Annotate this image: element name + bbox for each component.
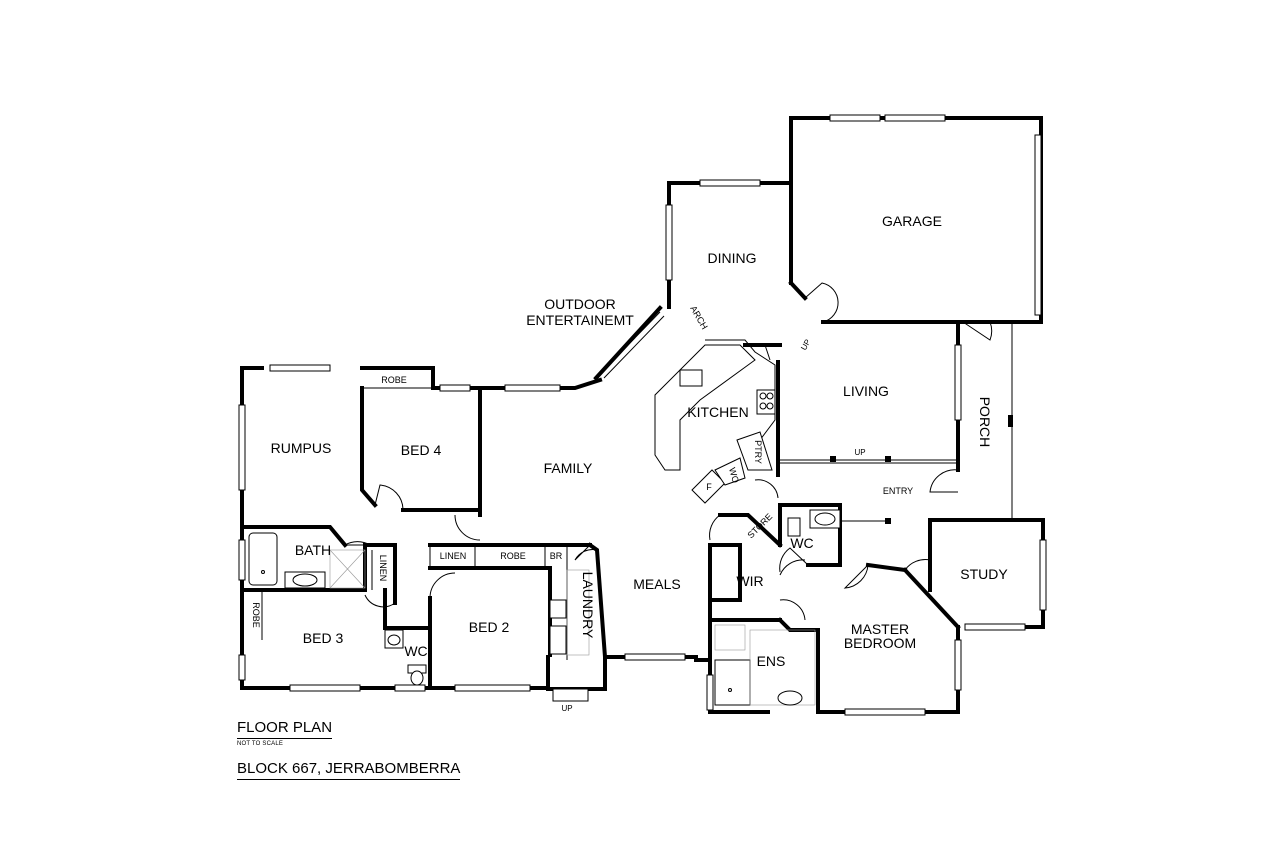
fridge-label: F	[706, 482, 712, 492]
study-label: STUDY	[960, 566, 1008, 582]
master-label-2: BEDROOM	[844, 635, 916, 651]
bed2-label: BED 2	[469, 619, 510, 635]
bed3-label: BED 3	[303, 630, 344, 646]
kitchen-label: KITCHEN	[687, 404, 748, 420]
garage-label: GARAGE	[882, 213, 942, 229]
meals-label: MEALS	[633, 576, 680, 592]
room-labels: GARAGE DINING OUTDOOR ENTERTAINEMT ARCH …	[251, 213, 1008, 713]
linen-hall-label: LINEN	[440, 551, 467, 561]
scale-note: NOT TO SCALE	[237, 741, 284, 747]
bath-label: BATH	[295, 542, 331, 558]
entry-label: ENTRY	[883, 486, 913, 496]
dining-label: DINING	[708, 250, 757, 266]
linen-bath-label: LINEN	[378, 555, 388, 582]
robe-bed2-label: ROBE	[500, 551, 526, 561]
outdoor-label: OUTDOOR	[544, 296, 616, 312]
bed4-label: BED 4	[401, 442, 442, 458]
living-label: LIVING	[843, 383, 889, 399]
wo-label: WO	[727, 466, 741, 484]
porch-label: PORCH	[977, 397, 993, 448]
up-garage-label: UP	[799, 338, 812, 352]
fixtures	[248, 344, 1013, 706]
windows	[238, 114, 1047, 716]
wc-left-label: WC	[404, 643, 427, 659]
doors	[344, 282, 993, 621]
block-name: BLOCK 667, JERRABOMBERRA	[237, 760, 461, 780]
wc-right-label: WC	[790, 535, 813, 551]
master-label: MASTER	[851, 621, 909, 637]
laundry-label: LAUNDRY	[580, 572, 596, 639]
outdoor-label-2: ENTERTAINEMT	[526, 312, 634, 328]
robe-top-label: ROBE	[381, 375, 407, 385]
arch-label: ARCH	[688, 304, 709, 331]
ptry-label: PTRY	[753, 440, 763, 464]
ens-label: ENS	[757, 653, 786, 669]
br-label: BR	[550, 551, 563, 561]
rumpus-label: RUMPUS	[271, 440, 332, 456]
up-laundry-label: UP	[561, 704, 572, 713]
plan-title: FLOOR PLAN	[237, 719, 333, 739]
up-living-label: UP	[854, 448, 865, 457]
wir-label: WIR	[736, 573, 763, 589]
family-label: FAMILY	[544, 460, 593, 476]
robe-bed3-label: ROBE	[251, 602, 261, 628]
